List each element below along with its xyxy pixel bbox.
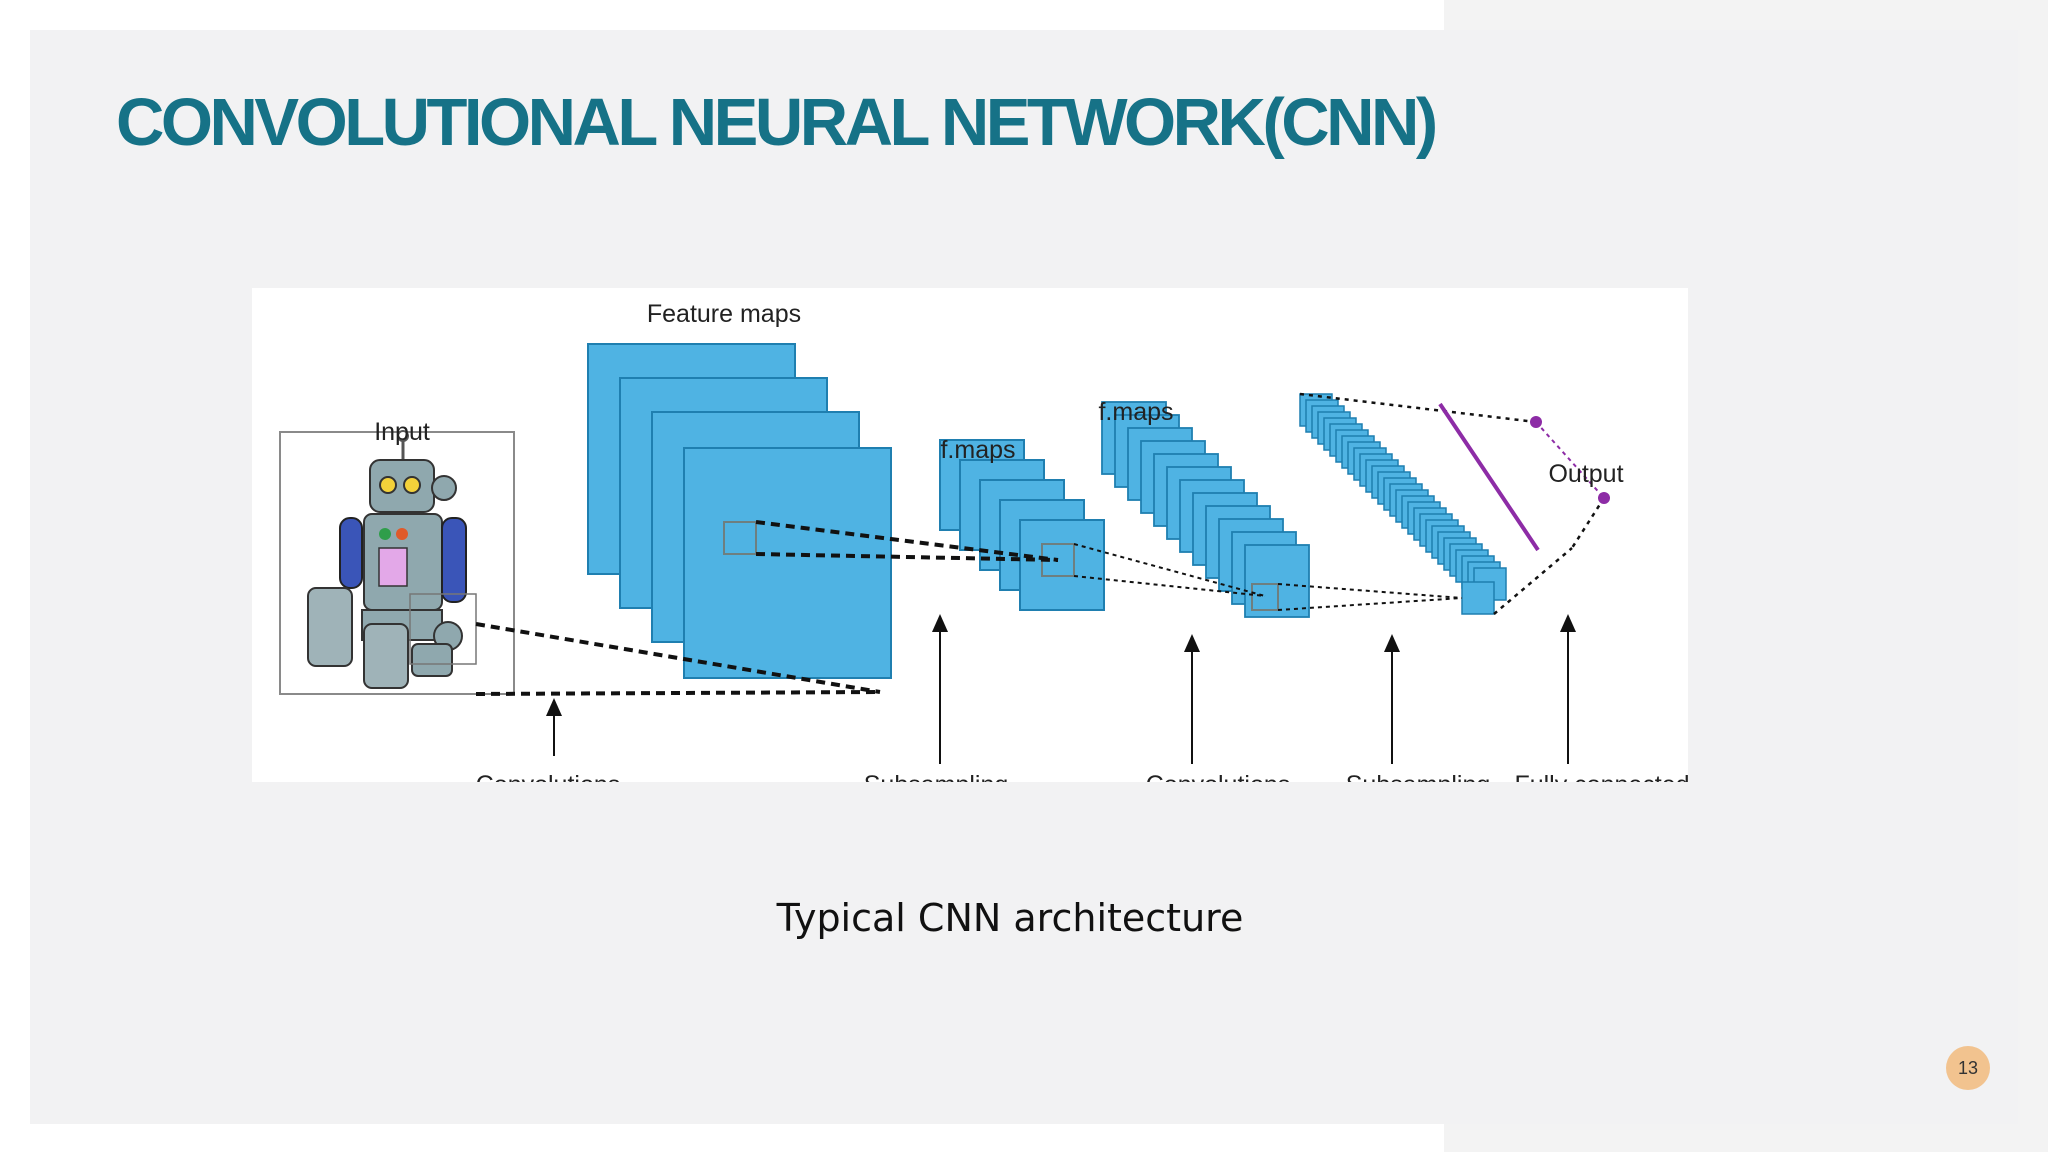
- output-node: [1530, 416, 1542, 428]
- diagram-canvas: Input Feature maps f.maps f.maps Output …: [279, 300, 1688, 782]
- stage-label: Subsampling: [864, 771, 1009, 782]
- stage-label: Convolutions: [476, 771, 621, 782]
- feature-maps-label: Feature maps: [647, 300, 801, 328]
- robot-illustration: [307, 430, 467, 689]
- output-label: Output: [1548, 460, 1623, 488]
- stage-label: Fully connected: [1514, 771, 1688, 782]
- output-node: [1598, 492, 1610, 504]
- connection-lines: [475, 392, 1573, 696]
- input-label: Input: [374, 418, 430, 446]
- figure-caption: Typical CNN architecture: [776, 896, 1244, 940]
- fmaps-label-1: f.maps: [940, 436, 1015, 464]
- page-number: 13: [1957, 1057, 1979, 1078]
- input-image: [279, 430, 515, 695]
- fmaps-label-2: f.maps: [1098, 398, 1173, 426]
- cnn-architecture-diagram: Input Feature maps f.maps f.maps Output …: [252, 288, 1688, 782]
- fmaps-layer3: [1101, 401, 1310, 618]
- feature-maps-layer1: [587, 343, 892, 679]
- stage-label: Convolutions: [1146, 771, 1291, 782]
- page-number-badge: 13: [1946, 1046, 1990, 1090]
- slide-title: CONVOLUTIONAL NEURAL NETWORK(CNN): [116, 85, 1438, 160]
- fmaps-layer4: [1299, 393, 1507, 615]
- output-layer: [1438, 402, 1610, 552]
- fmaps-layer2: [939, 439, 1105, 611]
- stage-arrows: [546, 614, 1576, 764]
- slide: CONVOLUTIONAL NEURAL NETWORK(CNN): [30, 30, 2018, 1124]
- stage-label: Subsampling: [1346, 771, 1491, 782]
